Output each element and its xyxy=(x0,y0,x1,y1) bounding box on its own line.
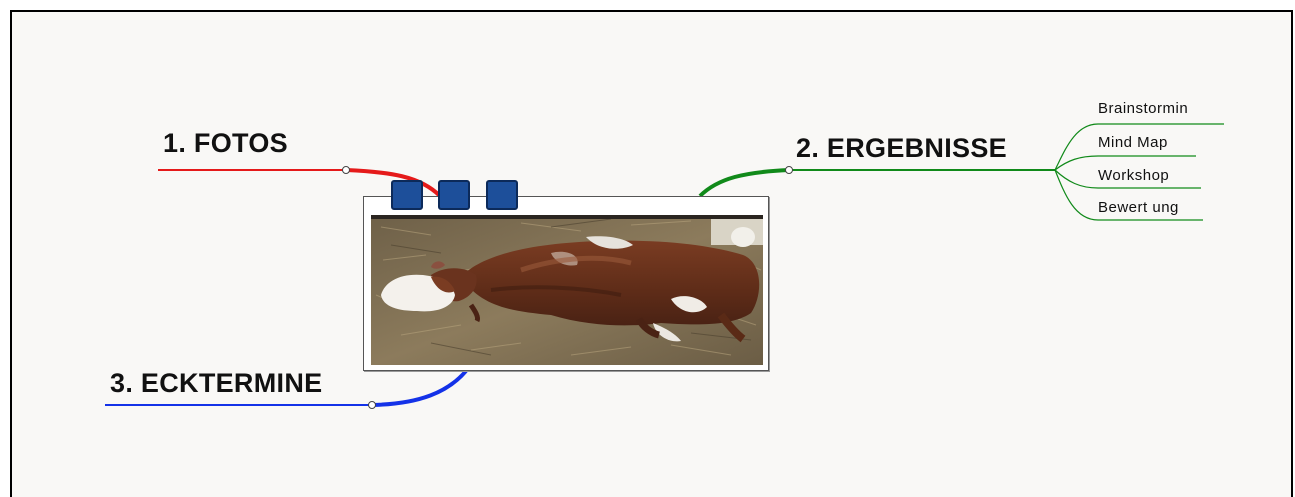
branch-ergebnisse-label[interactable]: 2. ERGEBNISSE xyxy=(796,133,1007,163)
ecktermine-node-dot[interactable] xyxy=(368,401,376,409)
central-tab-2[interactable] xyxy=(438,180,470,210)
sub-line-2 xyxy=(1054,155,1196,171)
central-tab-1[interactable] xyxy=(391,180,423,210)
central-tab-3[interactable] xyxy=(486,180,518,210)
subtopic-brainstorming[interactable]: Brainstormin xyxy=(1098,100,1189,117)
subtopic-bewertung[interactable]: Bewert ung xyxy=(1098,199,1179,216)
branch-fotos-label[interactable]: 1. FOTOS xyxy=(163,128,288,158)
fotos-node-dot[interactable] xyxy=(342,166,350,174)
ecktermine-connector xyxy=(371,369,468,407)
ergebnisse-node-dot[interactable] xyxy=(785,166,793,174)
sub-line-3 xyxy=(1054,169,1201,189)
branch-ecktermine-label[interactable]: 3. ECKTERMINE xyxy=(110,368,323,398)
sub-line-1 xyxy=(1054,123,1224,171)
subtopic-workshop[interactable]: Workshop xyxy=(1098,167,1170,184)
cow-photo xyxy=(371,215,763,365)
sub-line-4 xyxy=(1054,169,1203,221)
ergebnisse-connector xyxy=(698,168,790,198)
fotos-connector xyxy=(345,168,442,198)
subtopic-mind-map[interactable]: Mind Map xyxy=(1098,134,1168,151)
central-topic[interactable] xyxy=(363,196,769,371)
